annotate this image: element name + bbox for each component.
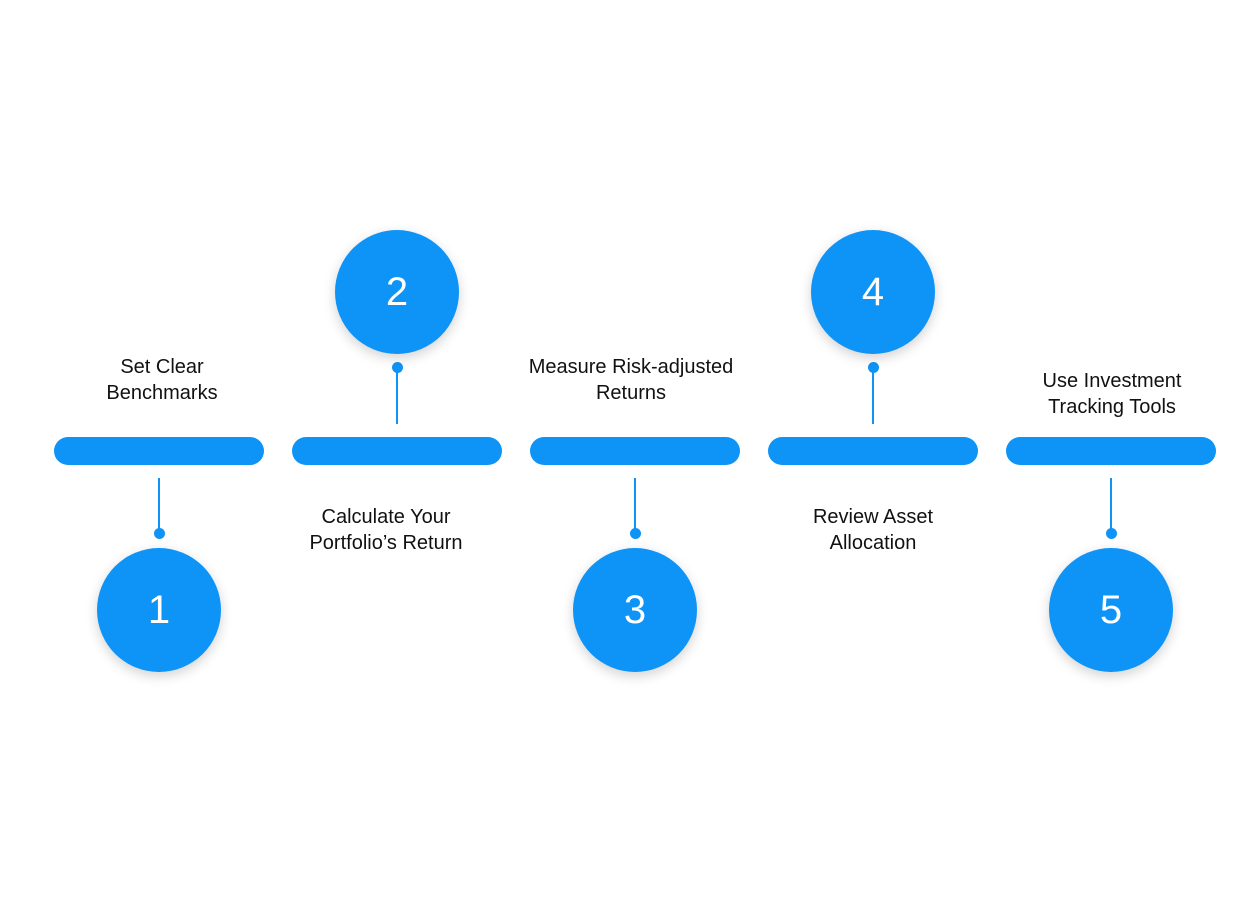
step-2-label: Calculate Your Portfolio’s Return: [256, 504, 516, 556]
step-5-connector-dot: [1105, 528, 1117, 539]
step-4-bar: [768, 437, 978, 465]
step-2-label-line-2: Portfolio’s Return: [309, 532, 463, 554]
step-5-number-badge: 5: [1049, 548, 1173, 672]
step-1-connector: [158, 478, 160, 534]
step-4-number-badge: 4: [811, 230, 935, 354]
step-1-bar: [54, 437, 264, 465]
step-1-label-line-2: Benchmarks: [106, 382, 218, 404]
step-3-label: Measure Risk-adjusted Returns: [501, 354, 761, 406]
step-4-connector: [872, 368, 874, 424]
step-3-bar: [530, 437, 740, 465]
step-3-number-badge: 3: [573, 548, 697, 672]
step-1-label-line-1: Set Clear: [120, 356, 204, 378]
step-5-label: Use Investment Tracking Tools: [982, 368, 1242, 420]
step-3-connector-dot: [629, 528, 641, 539]
step-2-label-line-1: Calculate Your: [321, 506, 451, 528]
step-4-connector-dot: [867, 362, 879, 373]
step-2-bar: [292, 437, 502, 465]
step-4-label-line-2: Allocation: [829, 532, 917, 554]
step-2-number-badge: 2: [335, 230, 459, 354]
step-5-bar: [1006, 437, 1216, 465]
step-5-label-line-2: Tracking Tools: [1048, 396, 1176, 418]
step-1-number-badge: 1: [97, 548, 221, 672]
step-2-connector: [396, 368, 398, 424]
step-4-label: Review Asset Allocation: [743, 504, 1003, 556]
step-4-label-line-1: Review Asset: [812, 506, 934, 528]
step-1-connector-dot: [153, 528, 165, 539]
step-3-label-line-1: Measure Risk-adjusted: [528, 356, 734, 378]
step-2-connector-dot: [391, 362, 403, 373]
step-5-connector: [1110, 478, 1112, 534]
step-3-connector: [634, 478, 636, 534]
step-1-label: Set Clear Benchmarks: [32, 354, 292, 406]
step-5-label-line-1: Use Investment: [1042, 370, 1182, 392]
step-3-label-line-2: Returns: [595, 382, 667, 404]
